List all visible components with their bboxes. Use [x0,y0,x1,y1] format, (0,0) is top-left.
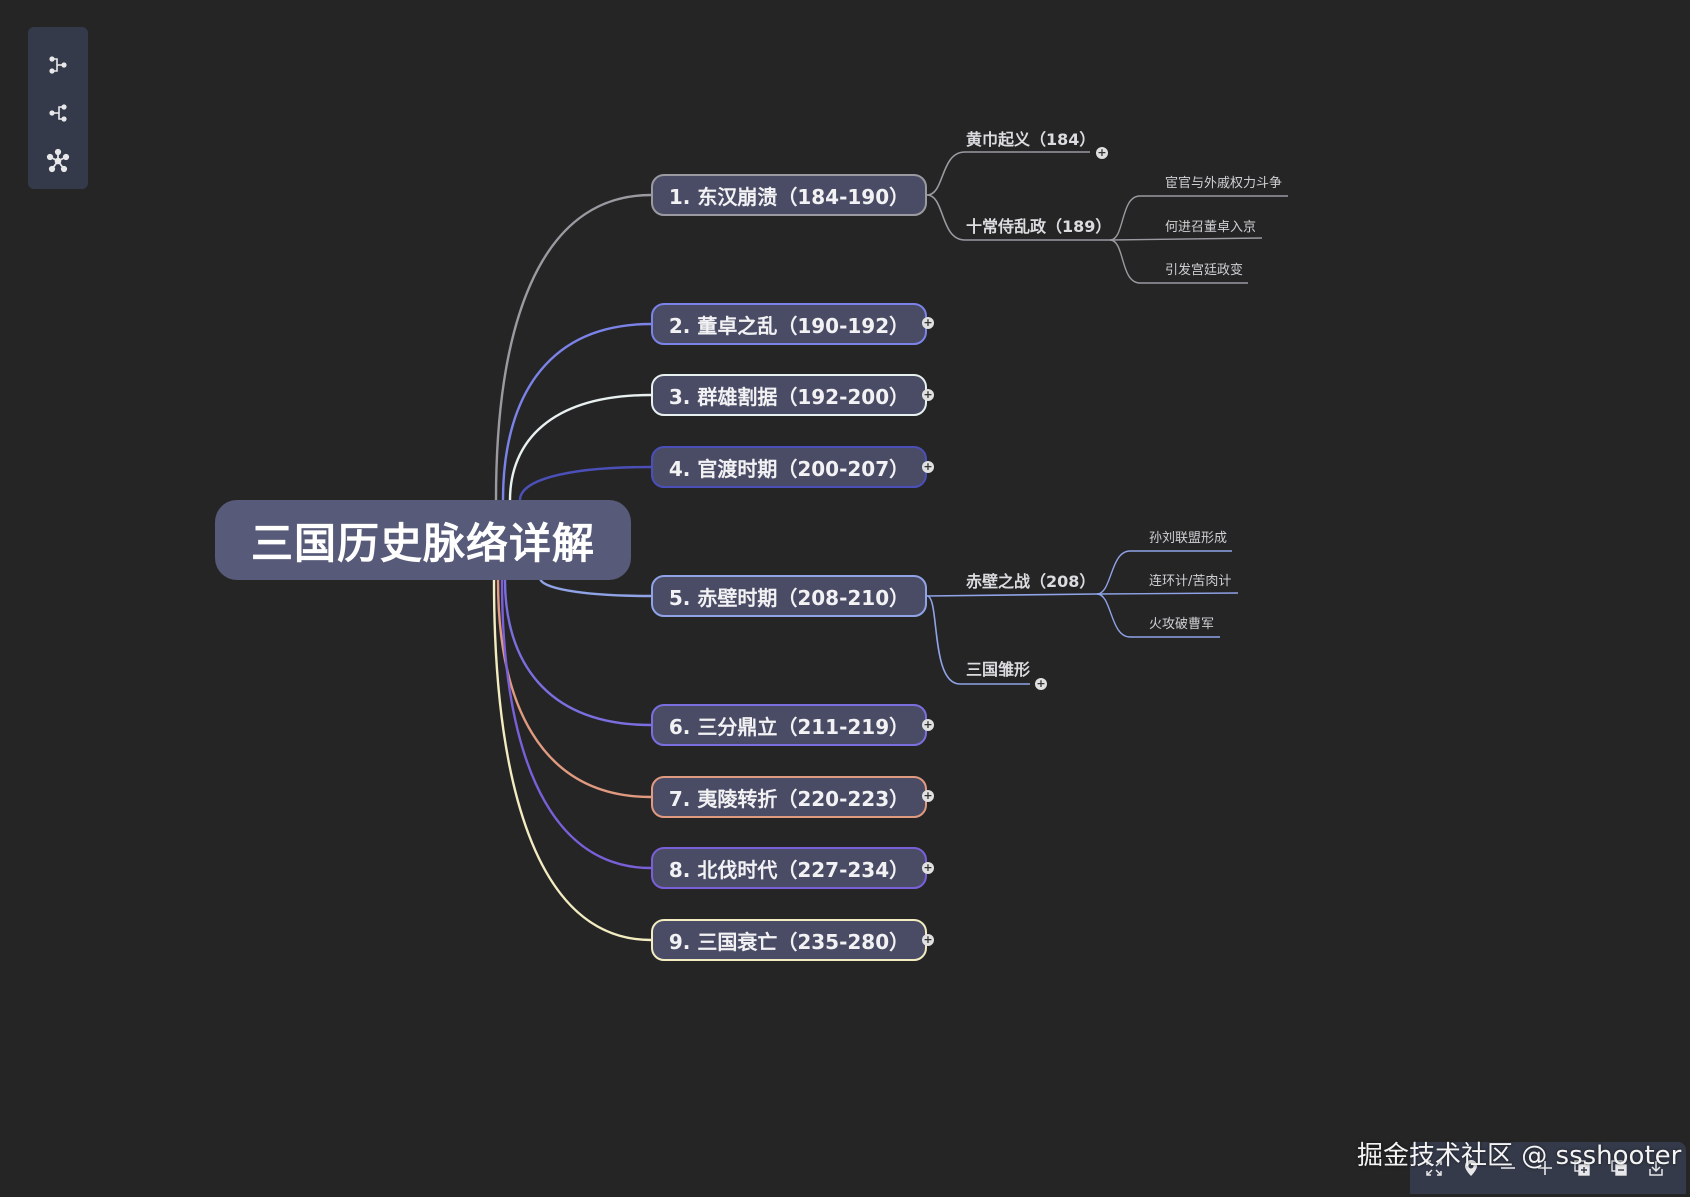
branch-5-label: 5. 赤壁时期（208-210） [668,585,910,610]
expand-button[interactable]: + [1096,146,1108,159]
subtopic-connector [926,593,1098,597]
leaf-topic[interactable]: 宦官与外戚权力斗争 [1165,176,1283,191]
branch-7-label: 7. 夷陵转折（220-223） [668,786,910,811]
zoom-out-icon[interactable] [1496,1156,1520,1180]
branch-connector [503,579,652,727]
expand-button[interactable]: + [922,933,934,946]
branch-connector [500,579,652,870]
leaf-topic[interactable]: 连环计/苦肉计 [1149,574,1232,589]
leaf-topic[interactable]: 孙刘联盟形成 [1149,531,1228,546]
locate-icon[interactable] [1459,1156,1483,1180]
branch-8[interactable]: 8. 北伐时代（227-234） [651,847,927,889]
branch-connector [518,465,652,501]
subtopic-chibi[interactable]: 赤壁之战（208） [966,572,1096,591]
root-topic-label: 三国历史脉络详解 [250,518,595,568]
leaf-connector [1096,593,1220,638]
branch-2[interactable]: 2. 董卓之乱（190-192） [651,303,927,345]
export-icon[interactable] [1644,1156,1668,1180]
layout-radial-icon[interactable] [38,141,78,181]
collapse-all-icon[interactable] [1607,1156,1631,1180]
branch-connector [494,193,652,501]
branch-6-label: 6. 三分鼎立（211-219） [668,714,910,739]
zoom-in-icon[interactable] [1533,1156,1557,1180]
layout-right-icon[interactable] [38,45,78,85]
layout-left-icon[interactable] [38,93,78,133]
expand-button[interactable]: + [1035,677,1047,690]
root-topic[interactable]: 三国历史脉络详解 [215,500,631,580]
leaf-connector [1109,237,1263,241]
branch-connector [538,577,652,598]
leaf-connector [1109,195,1288,241]
leaf-topic[interactable]: 何进召董卓入京 [1165,220,1257,235]
branch-5[interactable]: 5. 赤壁时期（208-210） [651,575,927,617]
subtopic-connector [926,194,1110,241]
expand-button[interactable]: + [922,861,934,874]
fullscreen-icon[interactable] [1422,1156,1446,1180]
branch-3[interactable]: 3. 群雄割据（192-200） [651,374,927,416]
branch-4[interactable]: 4. 官渡时期（200-207） [651,446,927,488]
subtopic-shichang[interactable]: 十常侍乱政（189） [966,217,1112,236]
branch-9[interactable]: 9. 三国衰亡（235-280） [651,919,927,961]
branch-1-label: 1. 东汉崩溃（184-190） [668,184,910,209]
view-toolbar [1410,1142,1686,1194]
branch-connector [492,579,652,942]
subtopic-connector [926,151,1090,196]
subtopic-connector [926,595,1030,685]
branch-connector [496,579,652,799]
expand-button[interactable]: + [922,316,934,329]
branch-6[interactable]: 6. 三分鼎立（211-219） [651,704,927,746]
branch-connector [508,393,652,501]
leaf-topic[interactable]: 火攻破曹军 [1149,617,1215,632]
branch-connector [501,322,652,501]
branch-9-label: 9. 三国衰亡（235-280） [668,929,910,954]
leaf-connector [1109,239,1248,284]
subtopic-huangjin[interactable]: 黄巾起义（184） [966,130,1096,149]
branch-8-label: 8. 北伐时代（227-234） [668,857,910,882]
leaf-connector [1096,550,1232,595]
watermark: 掘金技术社区 @ ssshooter [1357,1141,1682,1171]
expand-button[interactable]: + [922,718,934,731]
expand-button[interactable]: + [922,460,934,473]
branch-2-label: 2. 董卓之乱（190-192） [668,313,910,338]
expand-button[interactable]: + [922,789,934,802]
branch-4-label: 4. 官渡时期（200-207） [668,456,910,481]
leaf-connector [1096,592,1239,595]
leaf-topic[interactable]: 引发宫廷政变 [1165,263,1244,278]
branch-3-label: 3. 群雄割据（192-200） [668,384,910,409]
subtopic-sanguo[interactable]: 三国雏形 [966,660,1031,679]
expand-all-icon[interactable] [1570,1156,1594,1180]
branch-7[interactable]: 7. 夷陵转折（220-223） [651,776,927,818]
branch-1[interactable]: 1. 东汉崩溃（184-190） [651,174,927,216]
expand-button[interactable]: + [922,388,934,401]
layout-toolbar [28,27,88,189]
